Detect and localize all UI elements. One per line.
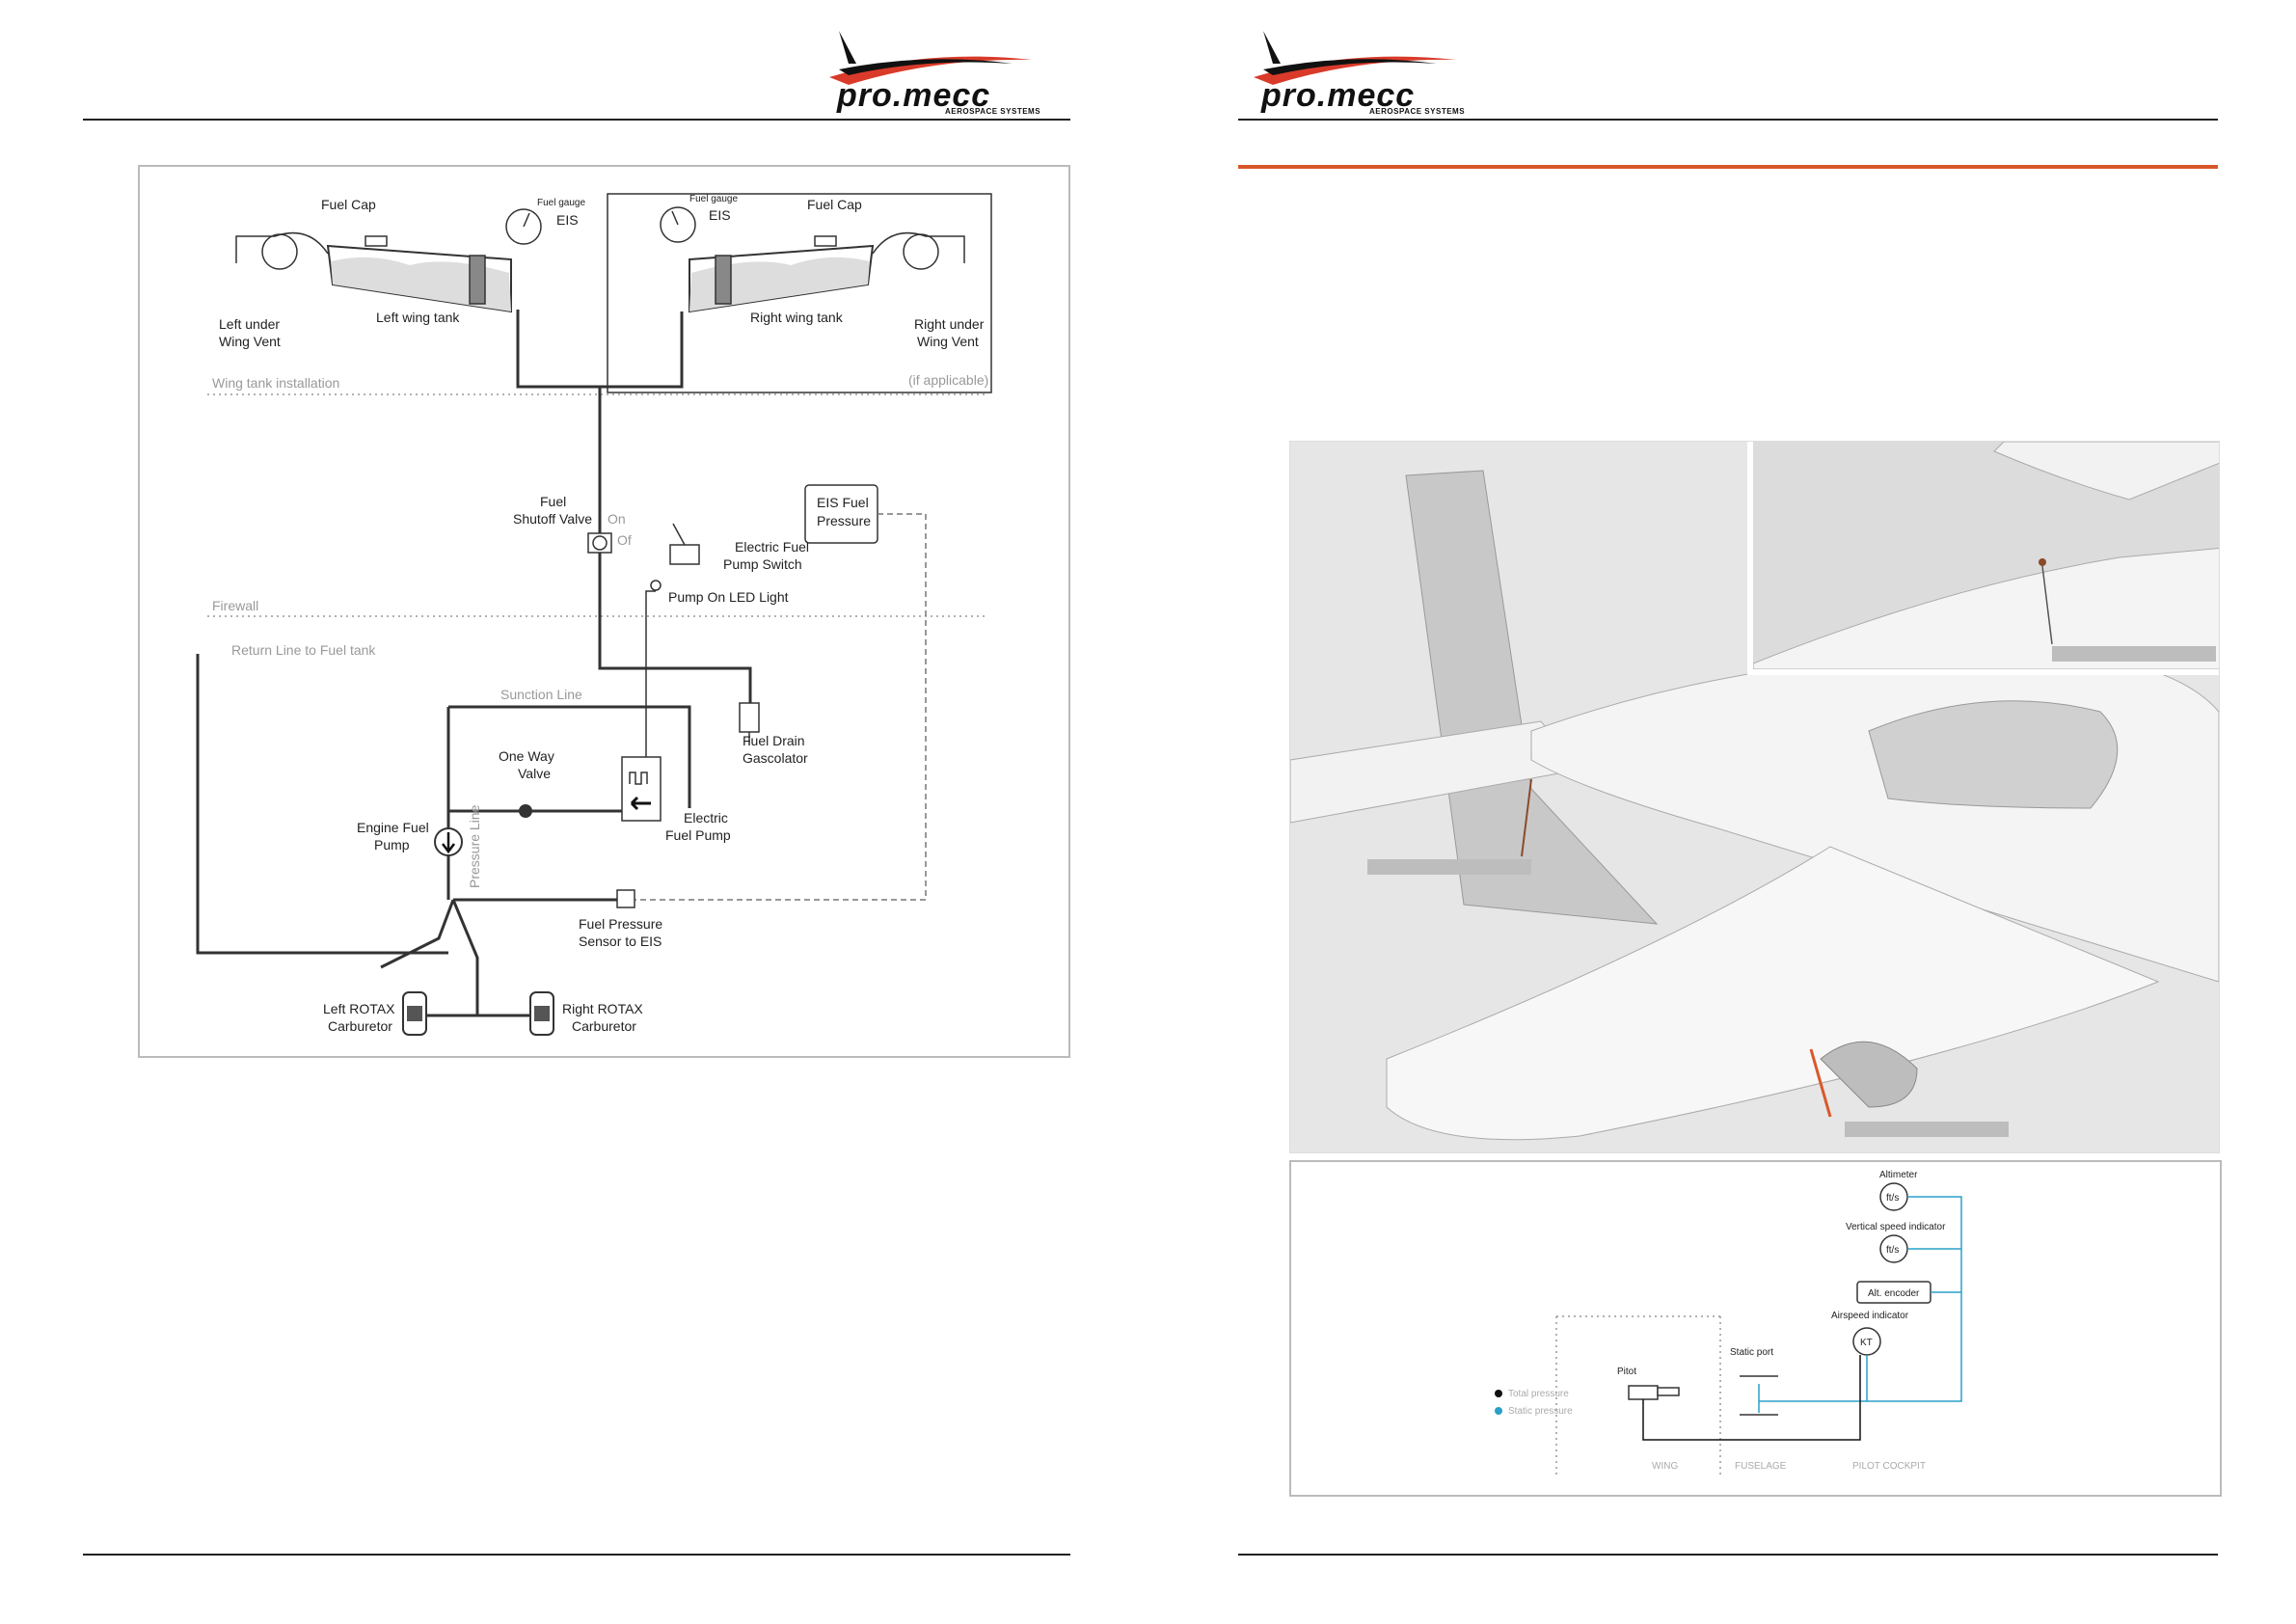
left-carburetor-icon [402, 991, 427, 1036]
gascolator-icon [739, 702, 760, 745]
right-vent-label-1: Right under [914, 316, 985, 332]
left-vent-label-2: Wing Vent [219, 334, 281, 349]
valve-off-label: Of [617, 532, 632, 548]
return-line-label: Return Line to Fuel tank [231, 642, 376, 658]
one-way-label-1: One Way [499, 748, 554, 764]
right-carburetor-icon [529, 991, 554, 1036]
left-tank-label: Left wing tank [376, 310, 460, 325]
right-carb-label-2: Carburetor [572, 1018, 636, 1034]
header-rule-right [1238, 119, 2218, 121]
zone-cockpit-label: PILOT COCKPIT [1852, 1461, 1926, 1472]
valve-on-label: On [608, 511, 626, 527]
vsi-unit: ft/s [1886, 1245, 1899, 1256]
altimeter-label: Altimeter [1879, 1170, 1918, 1180]
footer-rule [83, 1554, 1070, 1556]
led-light-label: Pump On LED Light [668, 589, 789, 605]
wing-tank-installation-label: Wing tank installation [212, 375, 339, 391]
left-wing-tank [235, 231, 512, 313]
static-port-dot [2039, 558, 2046, 566]
left-page: pro.mecc AEROSPACE SYSTEMS [83, 31, 1070, 1556]
airspeed-unit: KT [1860, 1338, 1873, 1348]
eis-left-label: EIS [556, 212, 579, 228]
callout-bar-static [1367, 859, 1531, 875]
pitot-icon [1628, 1385, 1680, 1400]
pitot-label: Pitot [1617, 1367, 1636, 1377]
pump-switch-icon [669, 523, 700, 565]
fuel-gauge-left-label: Fuel gauge [537, 198, 585, 208]
logo-tagline: AEROSPACE SYSTEMS [945, 107, 1040, 116]
elec-pump-label-1: Electric [684, 810, 728, 826]
logo-wordmark-right: pro.mecc [1260, 77, 1415, 114]
alt-encoder-label: Alt. encoder [1868, 1288, 1920, 1299]
fuel-gauge-right-label: Fuel gauge [689, 194, 738, 204]
engine-fuel-pump-icon [434, 827, 463, 856]
aircraft-render [1289, 441, 2220, 1153]
engine-pump-label-2: Pump [374, 837, 410, 853]
eis-fuel-label-2: Pressure [817, 513, 871, 528]
fuel-gauge-left-icon [505, 208, 542, 245]
legend-total-label: Total pressure [1508, 1389, 1569, 1399]
section-accent-bar [1238, 165, 2218, 169]
suction-line-label: Sunction Line [500, 687, 582, 702]
led-light-icon [650, 580, 662, 591]
eis-fuel-label-1: EIS Fuel [817, 495, 869, 510]
callout-bar-inset [2052, 646, 2216, 662]
wing-tank-box [607, 193, 992, 393]
promecc-logo: pro.mecc AEROSPACE SYSTEMS [829, 31, 1040, 116]
one-way-valve-icon [519, 804, 532, 818]
fuel-pressure-sensor-icon [616, 889, 635, 908]
airspeed-label: Airspeed indicator [1831, 1311, 1909, 1321]
pitot-static-diagram: Altimeter ft/s Vertical speed indicator … [1289, 1160, 2222, 1497]
fuel-cap-left-label: Fuel Cap [321, 197, 376, 212]
promecc-logo-right: pro.mecc AEROSPACE SYSTEMS [1254, 31, 1465, 116]
legend-static-label: Static pressure [1508, 1406, 1573, 1417]
left-vent-label-1: Left under [219, 316, 280, 332]
left-carb-label-2: Carburetor [328, 1018, 392, 1034]
engine-pump-label-1: Engine Fuel [357, 820, 429, 835]
static-port-detail-inset [1747, 442, 2219, 675]
header-rule [83, 119, 1070, 121]
altimeter-unit: ft/s [1886, 1193, 1899, 1204]
drain-label-1: Fuel Drain [743, 733, 805, 748]
fuel-system-diagram: Fuel Cap Fuel gauge EIS Fuel gauge EIS F… [138, 165, 1070, 1058]
drain-label-2: Gascolator [743, 750, 808, 766]
right-page: pro.mecc AEROSPACE SYSTEMS [1148, 0, 2295, 1624]
fuel-cap-right-label: Fuel Cap [807, 197, 862, 212]
one-way-label-2: Valve [518, 766, 551, 781]
static-port-icon [1740, 1375, 1778, 1416]
zone-fuselage-label: FUSELAGE [1735, 1461, 1787, 1472]
right-vent-label-2: Wing Vent [917, 334, 979, 349]
eis-right-label: EIS [709, 207, 731, 223]
sensor-label-1: Fuel Pressure [579, 916, 662, 932]
shutoff-valve-icon [587, 532, 612, 554]
legend-total-dot [1495, 1390, 1502, 1397]
pitot-tube-marker [1809, 1048, 1832, 1118]
static-port-label: Static port [1730, 1347, 1773, 1358]
static-port-marker [1521, 778, 1532, 857]
electric-fuel-pump-icon [621, 756, 662, 822]
firewall-label: Firewall [212, 598, 258, 613]
pump-switch-label-1: Electric Fuel [735, 539, 809, 555]
left-carb-label-1: Left ROTAX [323, 1001, 395, 1016]
fuel-gauge-right-icon [660, 206, 696, 243]
legend-static-dot [1495, 1407, 1502, 1415]
logo-wordmark: pro.mecc [836, 77, 990, 114]
zone-wing-label: WING [1652, 1461, 1678, 1472]
footer-rule-right [1238, 1554, 2218, 1556]
right-wing-tank [689, 231, 965, 313]
logo-tagline-right: AEROSPACE SYSTEMS [1369, 107, 1465, 116]
elec-pump-label-2: Fuel Pump [665, 827, 731, 843]
shutoff-label-2: Shutoff Valve [513, 511, 592, 527]
pump-switch-label-2: Pump Switch [723, 556, 802, 572]
callout-bar-pitot [1845, 1122, 2009, 1137]
vsi-label: Vertical speed indicator [1846, 1222, 1946, 1232]
right-carb-label-1: Right ROTAX [562, 1001, 643, 1016]
pressure-line-label: Pressure Line [467, 804, 482, 888]
sensor-label-2: Sensor to EIS [579, 934, 662, 949]
shutoff-label-1: Fuel [540, 494, 566, 509]
if-applicable-label: (if applicable) [908, 372, 988, 388]
return-line [196, 654, 448, 955]
right-tank-label: Right wing tank [750, 310, 844, 325]
